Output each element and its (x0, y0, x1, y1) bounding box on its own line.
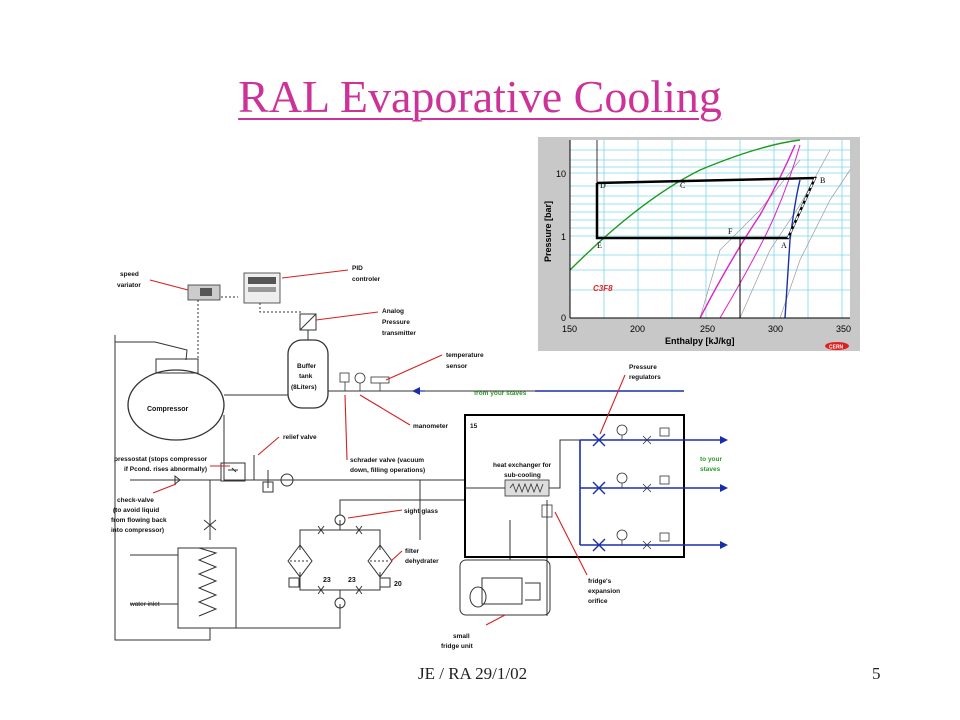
blue-flow-lines (412, 387, 728, 552)
page-number: 5 (872, 664, 881, 683)
ph-xtick-300: 300 (768, 324, 783, 334)
svg-text:CERN: CERN (829, 345, 844, 351)
label-valve-20: 20 (394, 581, 402, 588)
label-from-staves: from your staves (474, 390, 527, 397)
label-relief-valve: relief valve (283, 434, 317, 441)
slide-title: RAL Evaporative Cooling (238, 71, 722, 122)
label-analog: Analog (382, 308, 404, 315)
label-pressure: Pressure (382, 319, 410, 326)
ph-xtick-350: 350 (836, 324, 851, 334)
label-expansion-1: fridge's (588, 578, 612, 585)
label-tank: tank (299, 373, 313, 380)
ph-ytick-1: 1 (561, 232, 566, 242)
ph-xlabel: Enthalpy [kJ/kg] (665, 336, 735, 346)
label-schrader-1: schrader valve (vacuum (350, 457, 424, 464)
label-expansion-3: orifice (588, 598, 608, 605)
label-pressure-reg-1: Pressure (629, 364, 657, 371)
label-dehydrater: dehydrater (405, 558, 439, 565)
label-pressostat-1: pressostat (stops compressor (114, 456, 208, 463)
label-checkvalve-4: into compressor) (111, 527, 164, 534)
label-controler: controler (352, 276, 381, 283)
label-hx-2: sub-cooling (504, 472, 541, 479)
label-fridge-unit: fridge unit (441, 643, 474, 650)
heat-exchanger-box (464, 414, 685, 558)
label-pressure-reg-2: regulators (629, 374, 661, 381)
temperature-sensor (339, 372, 390, 391)
label-hx-1: heat exchanger for (493, 462, 552, 469)
label-pid: PID (352, 265, 363, 272)
label-box-number: 15 (470, 423, 478, 430)
label-compressor: Compressor (147, 406, 189, 413)
label-to-staves-1: to your (700, 456, 722, 463)
label-sensor: sensor (446, 363, 468, 370)
ph-ytick-0: 0 (561, 313, 566, 323)
label-water-inlet: water inlet (129, 601, 160, 608)
label-temperature: temperature (446, 352, 484, 359)
ph-point-f: F (728, 227, 733, 236)
label-filter: filter (405, 548, 420, 555)
label-manometer: manometer (413, 423, 449, 430)
label-sight-glass: sight glass (404, 508, 438, 515)
ph-xtick-150: 150 (562, 324, 577, 334)
ph-point-d: D (600, 181, 606, 190)
label-speed: speed (120, 271, 139, 278)
label-8liters: (8Liters) (291, 384, 317, 391)
ph-point-c: C (680, 181, 685, 190)
cern-logo: CERN (825, 342, 849, 351)
label-checkvalve-2: (to avoid liquid (113, 507, 159, 514)
ph-xtick-250: 250 (700, 324, 715, 334)
label-checkvalve-1: check-valve (117, 497, 154, 504)
label-to-staves-2: staves (700, 466, 721, 473)
ph-xtick-200: 200 (630, 324, 645, 334)
label-transmitter: transmitter (382, 330, 416, 337)
ph-refrigerant-label: C3F8 (593, 284, 613, 293)
ph-ytick-10: 10 (556, 169, 566, 179)
label-buffer: Buffer (297, 363, 317, 370)
ph-ylabel: Pressure [bar] (543, 201, 553, 262)
label-variator: variator (117, 282, 141, 289)
ph-point-e: E (597, 241, 602, 250)
leader-lines (149, 269, 626, 626)
footer-author-date: JE / RA 29/1/02 (418, 664, 528, 683)
label-valve-23a: 23 (323, 577, 331, 584)
label-checkvalve-3: from flowing back (111, 517, 167, 524)
ph-point-b: B (820, 176, 825, 185)
ph-diagram: D C B E F A 10 1 0 150 200 250 300 350 E… (538, 137, 860, 351)
label-small: small (453, 633, 470, 640)
label-pressostat-2: if Pcond. rises abnormally) (124, 466, 207, 473)
ph-point-a: A (781, 241, 787, 250)
label-schrader-2: down, filling operations) (350, 467, 425, 474)
label-valve-23b: 23 (348, 577, 356, 584)
speed-variator-device (187, 284, 221, 301)
pid-controller-device (243, 272, 281, 304)
label-expansion-2: expansion (588, 588, 620, 595)
